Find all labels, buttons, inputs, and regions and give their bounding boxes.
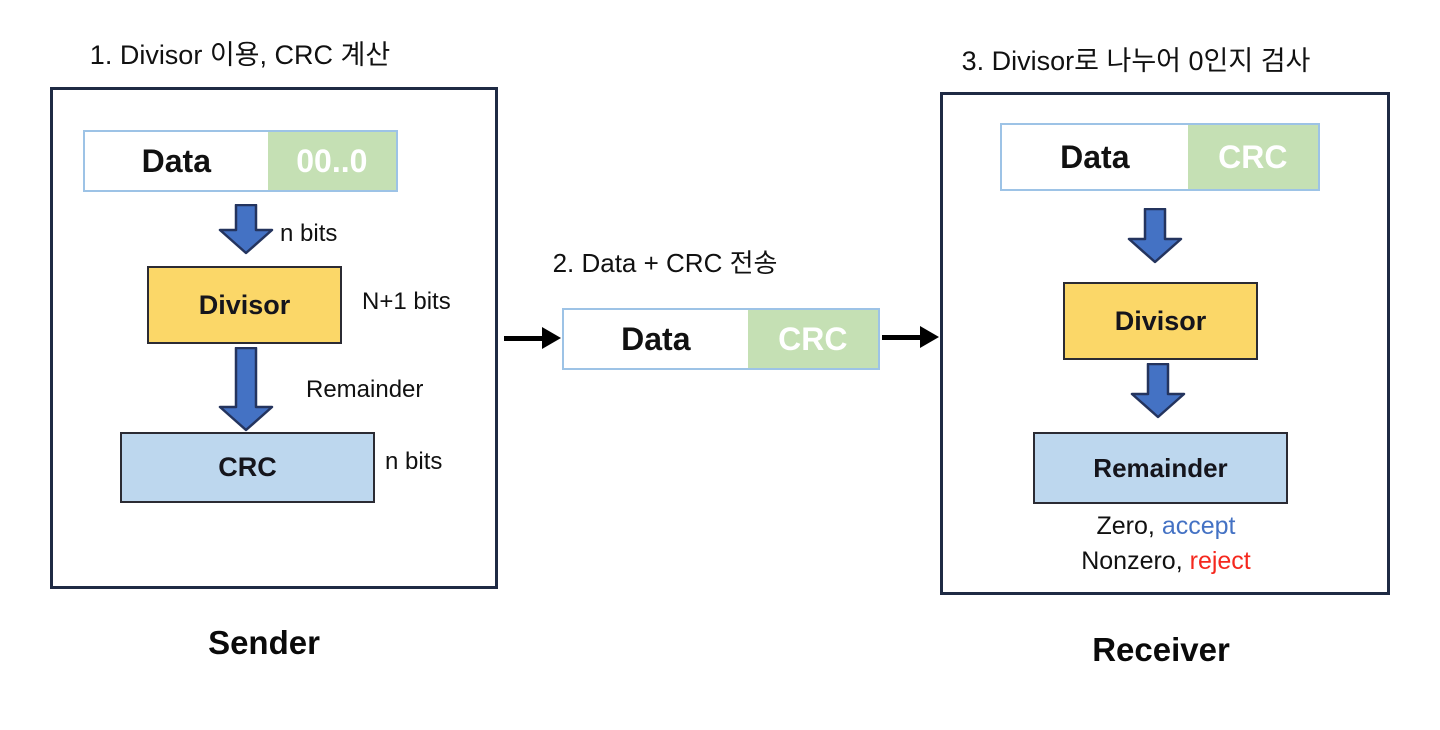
receiver-data-cell: Data bbox=[1002, 125, 1188, 189]
sender-data-cell: Data bbox=[85, 132, 268, 190]
down-arrow-icon bbox=[1127, 208, 1183, 264]
result-text: Zero, accept Nonzero, reject bbox=[966, 509, 1366, 579]
receiver-crc-cell: CRC bbox=[1187, 125, 1318, 189]
step2-title: 2. Data + CRC 전송 bbox=[552, 248, 778, 278]
remainder-label: Remainder bbox=[306, 376, 424, 403]
receiver-caption: Receiver bbox=[1092, 631, 1230, 668]
down-arrow-icon bbox=[218, 204, 274, 255]
receiver-divisor-box: Divisor bbox=[1063, 282, 1258, 360]
reject-label: reject bbox=[1189, 547, 1251, 575]
receiver-data-bar: Data CRC bbox=[1000, 123, 1320, 191]
n-bits-label-1: n bits bbox=[280, 220, 338, 247]
zero-accept-line: Zero, accept bbox=[966, 509, 1366, 544]
right-arrow-icon bbox=[882, 326, 939, 348]
zero-label: Zero, bbox=[1096, 512, 1155, 540]
transmission-data-cell: Data bbox=[564, 310, 748, 368]
n-bits-label-2: n bits bbox=[385, 448, 443, 475]
n-plus-1-bits-label: N+1 bits bbox=[362, 288, 451, 315]
down-arrow-icon bbox=[218, 347, 274, 432]
receiver-remainder-box: Remainder bbox=[1033, 432, 1288, 504]
transmission-data-bar: Data CRC bbox=[562, 308, 880, 370]
nonzero-reject-line: Nonzero, reject bbox=[966, 544, 1366, 579]
step1-title: 1. Divisor 이용, CRC 계산 bbox=[89, 40, 391, 70]
sender-data-bar: Data 00..0 bbox=[83, 130, 398, 192]
right-arrow-icon bbox=[504, 327, 561, 349]
nonzero-label: Nonzero, bbox=[1081, 547, 1183, 575]
step3-title: 3. Divisor로 나누어 0인지 검사 bbox=[961, 46, 1311, 76]
accept-label: accept bbox=[1161, 512, 1236, 540]
sender-crc-box: CRC bbox=[120, 432, 375, 503]
sender-divisor-box: Divisor bbox=[147, 266, 342, 344]
transmission-crc-cell: CRC bbox=[747, 310, 878, 368]
sender-caption: Sender bbox=[208, 624, 320, 661]
down-arrow-icon bbox=[1130, 363, 1186, 419]
sender-padding-cell: 00..0 bbox=[267, 132, 396, 190]
